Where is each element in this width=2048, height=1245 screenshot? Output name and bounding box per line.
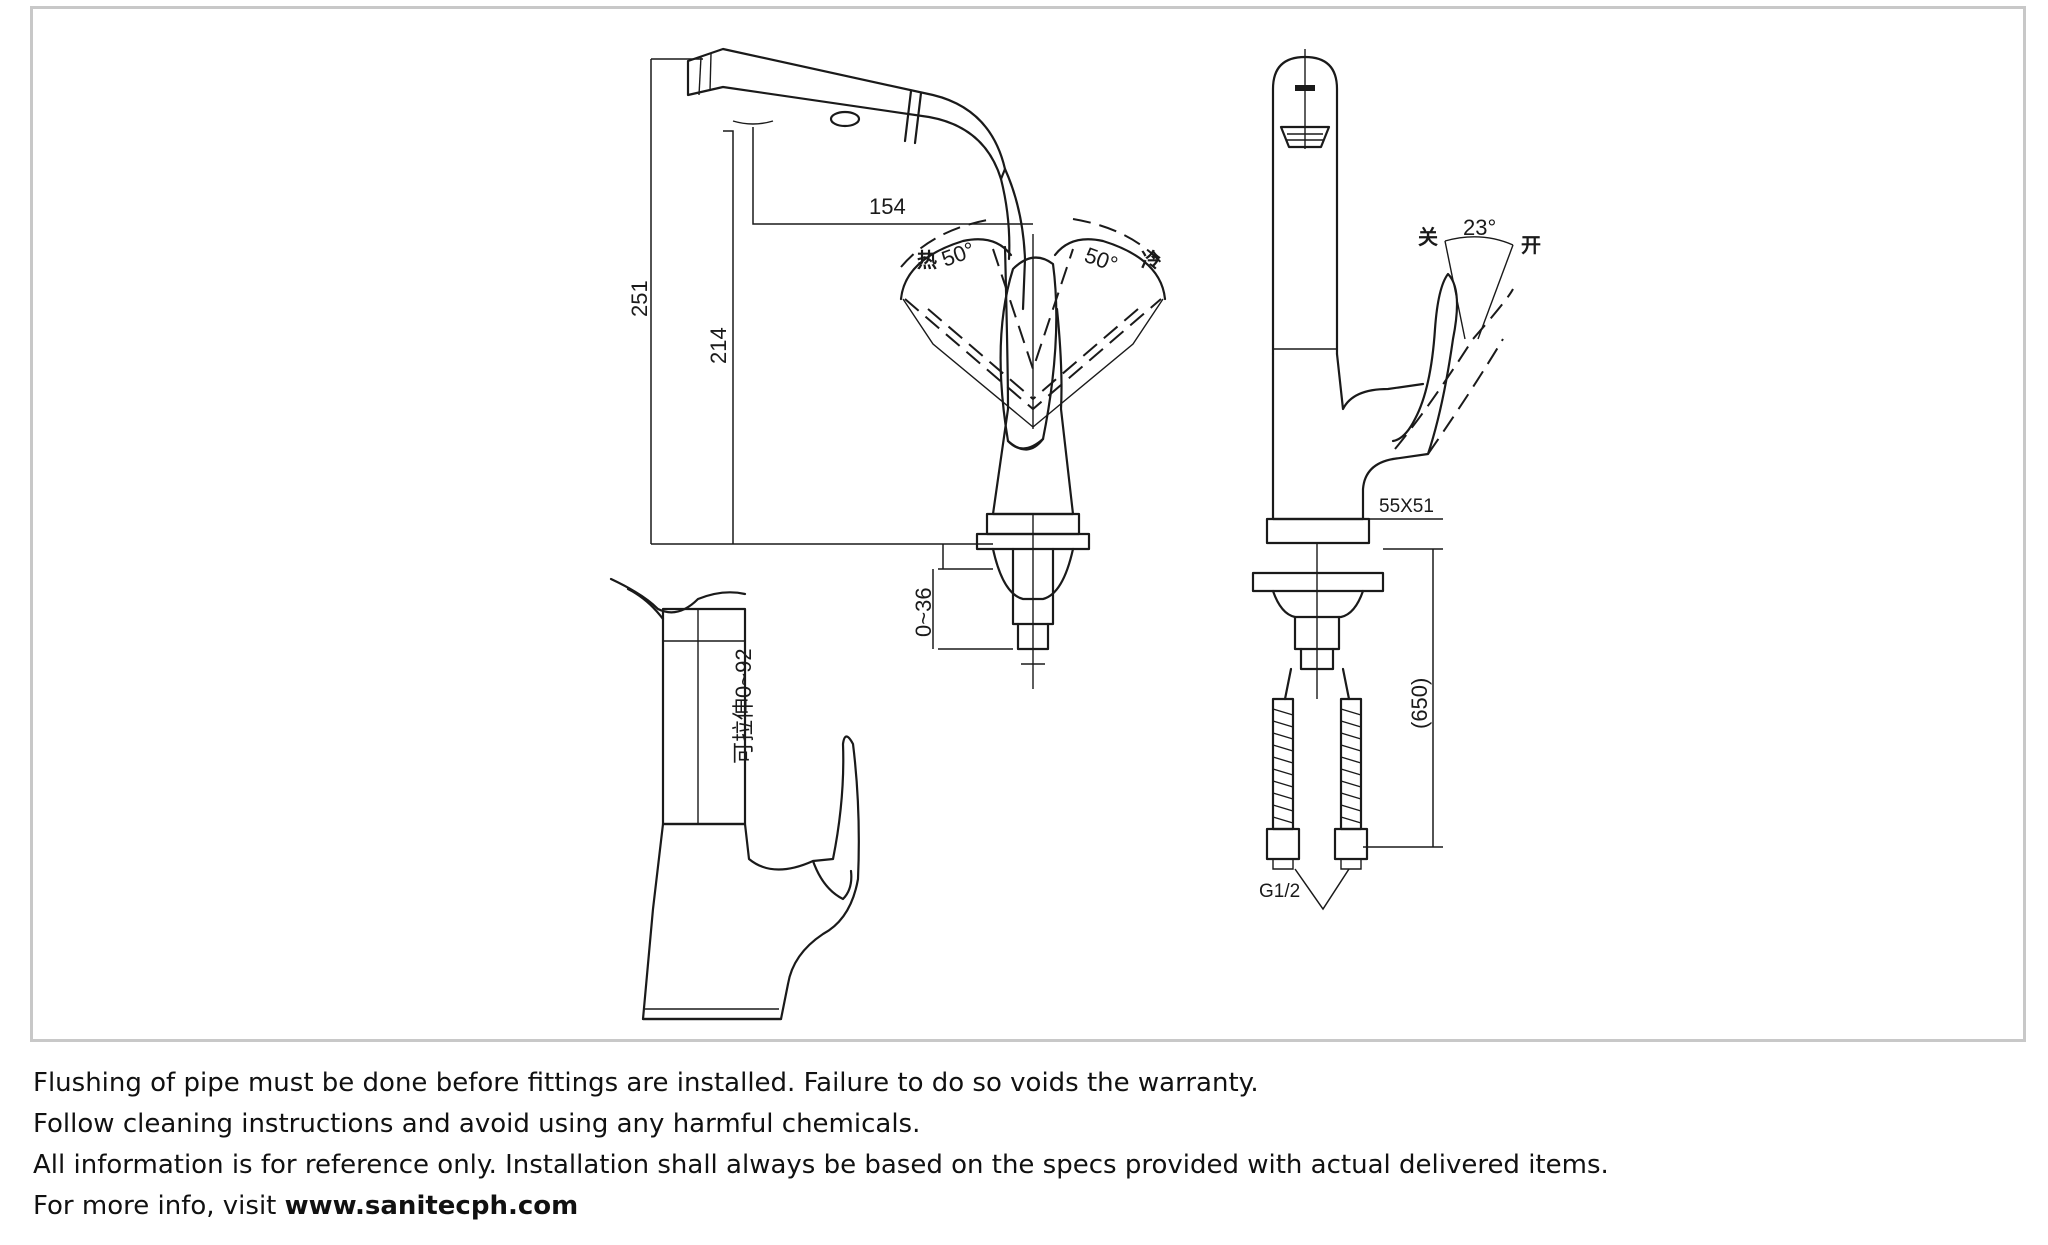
spout-height-label: 214 bbox=[706, 327, 731, 364]
drawing-frame: 热 冷 50° 50° 154 251 214 0~36 bbox=[30, 6, 2026, 1042]
note-reference: All information is for reference only. I… bbox=[33, 1150, 1609, 1180]
cold-symbol: 冷 bbox=[1141, 248, 1161, 272]
pullout-body bbox=[641, 735, 860, 1021]
faucet-body bbox=[991, 245, 1075, 516]
note-more-info-prefix: For more info, visit bbox=[33, 1191, 285, 1221]
hot-symbol: 热 bbox=[917, 248, 937, 272]
faucet-technical-drawing: 热 冷 50° 50° 154 251 214 0~36 bbox=[609, 47, 1541, 1021]
base-size-label: 55X51 bbox=[1379, 496, 1434, 517]
height-total-label: 251 bbox=[627, 280, 652, 317]
pullout-view: 可拉伸0~92 bbox=[609, 577, 860, 1021]
front-view: 热 冷 50° 50° 154 251 214 0~36 bbox=[627, 47, 1167, 689]
side-view: 23° 关 开 55X51 G1/2 (650) bbox=[1251, 49, 1541, 911]
on-symbol: 开 bbox=[1521, 233, 1541, 257]
spout-head bbox=[686, 47, 1007, 181]
thread-label: G1/2 bbox=[1259, 881, 1300, 902]
reach-label: 154 bbox=[869, 194, 906, 219]
side-lever bbox=[1391, 272, 1459, 461]
pullout-label: 可拉伸0~92 bbox=[731, 648, 756, 764]
notes-block: Flushing of pipe must be done before fit… bbox=[33, 1063, 2013, 1227]
note-cleaning: Follow cleaning instructions and avoid u… bbox=[33, 1109, 921, 1139]
note-flushing: Flushing of pipe must be done before fit… bbox=[33, 1068, 1259, 1098]
website-link[interactable]: www.sanitecph.com bbox=[284, 1191, 579, 1221]
angle-side-label: 23° bbox=[1463, 215, 1496, 240]
angle-right-label: 50° bbox=[1081, 242, 1121, 277]
hose-length-label: (650) bbox=[1407, 678, 1432, 729]
deck-thickness-label: 0~36 bbox=[911, 587, 936, 637]
angle-left-label: 50° bbox=[938, 237, 978, 272]
off-symbol: 关 bbox=[1418, 225, 1438, 249]
spout-neck bbox=[1003, 167, 1027, 311]
note-more-info: For more info, visit www.sanitecph.com bbox=[33, 1186, 2013, 1227]
